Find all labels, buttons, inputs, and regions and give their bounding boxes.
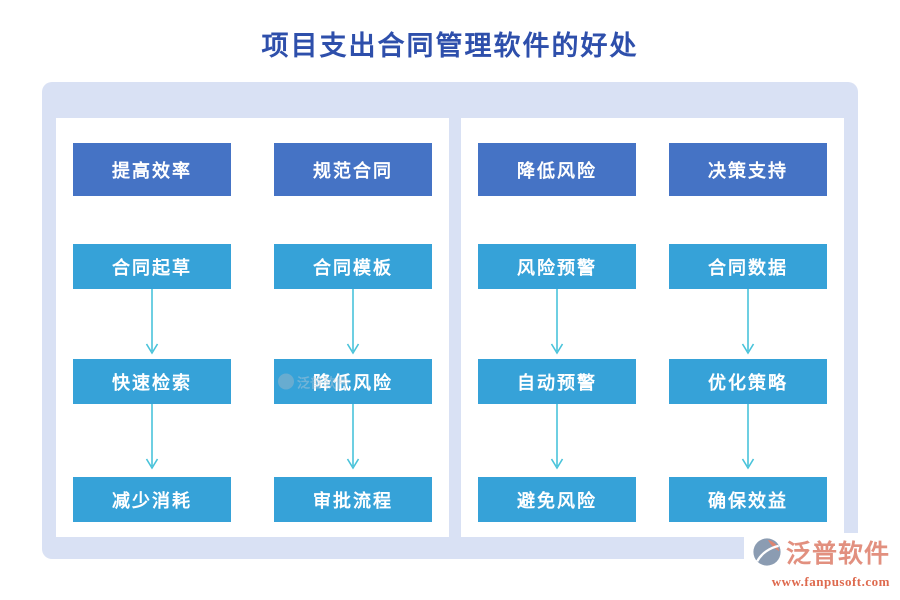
brand-logo-name: 泛普软件 <box>785 541 890 568</box>
fanpu-logo-icon <box>752 537 782 572</box>
step-box: 合同模板 <box>274 244 432 289</box>
step-box: 确保效益 <box>669 477 827 522</box>
step-label: 降低风险 <box>313 372 393 393</box>
step-box: 避免风险 <box>478 477 636 522</box>
diagram-frame: 提高效率 合同起草 快速检索 减少消耗 规范合同 <box>42 82 858 559</box>
step-box: 优化策略 <box>669 359 827 404</box>
benefit-header-label: 决策支持 <box>708 160 788 181</box>
step-label: 自动预警 <box>517 372 597 393</box>
panel-left: 提高效率 合同起草 快速检索 减少消耗 规范合同 <box>56 118 449 537</box>
flow-column-3: 降低风险 风险预警 自动预警 避免风险 <box>478 143 636 537</box>
step-box: 审批流程 <box>274 477 432 522</box>
benefit-header-label: 降低风险 <box>517 160 597 181</box>
down-arrow-icon <box>740 404 756 477</box>
step-label: 确保效益 <box>708 490 788 511</box>
down-arrow-icon <box>740 289 756 359</box>
step-label: 合同模板 <box>313 257 393 278</box>
step-label: 合同数据 <box>708 257 788 278</box>
benefit-header-label: 规范合同 <box>313 160 393 181</box>
step-box: 自动预警 <box>478 359 636 404</box>
step-box: 合同数据 <box>669 244 827 289</box>
down-arrow-icon <box>549 404 565 477</box>
step-label: 避免风险 <box>517 490 597 511</box>
step-label: 合同起草 <box>112 257 192 278</box>
down-arrow-icon <box>345 404 361 477</box>
page-title: 项目支出合同管理软件的好处 <box>261 31 639 61</box>
brand-logo-url: www.fanpusoft.com <box>771 574 890 589</box>
benefit-header-box: 规范合同 <box>274 143 432 196</box>
step-box: 合同起草 <box>73 244 231 289</box>
flow-column-2: 规范合同 合同模板 泛普软件 降低风险 审批流程 <box>274 143 432 537</box>
down-arrow-icon <box>345 289 361 359</box>
down-arrow-icon <box>144 289 160 359</box>
step-box: 快速检索 <box>73 359 231 404</box>
benefit-header-box: 决策支持 <box>669 143 827 196</box>
step-label: 优化策略 <box>708 372 788 393</box>
step-label: 风险预警 <box>517 257 597 278</box>
flow-column-4: 决策支持 合同数据 优化策略 确保效益 <box>669 143 827 537</box>
panel-right: 降低风险 风险预警 自动预警 避免风险 决策支持 <box>461 118 844 537</box>
step-box: 风险预警 <box>478 244 636 289</box>
brand-logo-row: 泛普软件 <box>752 537 890 572</box>
step-label: 减少消耗 <box>112 490 192 511</box>
brand-logo: 泛普软件 www.fanpusoft.com <box>743 533 892 592</box>
flow-column-1: 提高效率 合同起草 快速检索 减少消耗 <box>73 143 231 537</box>
brand-watermark-icon <box>278 373 294 390</box>
step-box: 减少消耗 <box>73 477 231 522</box>
benefit-header-box: 提高效率 <box>73 143 231 196</box>
step-label: 审批流程 <box>313 490 393 511</box>
benefit-header-box: 降低风险 <box>478 143 636 196</box>
step-label: 快速检索 <box>112 372 192 393</box>
step-box-with-watermark: 泛普软件 降低风险 <box>274 359 432 404</box>
down-arrow-icon <box>144 404 160 477</box>
benefit-header-label: 提高效率 <box>112 160 192 181</box>
down-arrow-icon <box>549 289 565 359</box>
